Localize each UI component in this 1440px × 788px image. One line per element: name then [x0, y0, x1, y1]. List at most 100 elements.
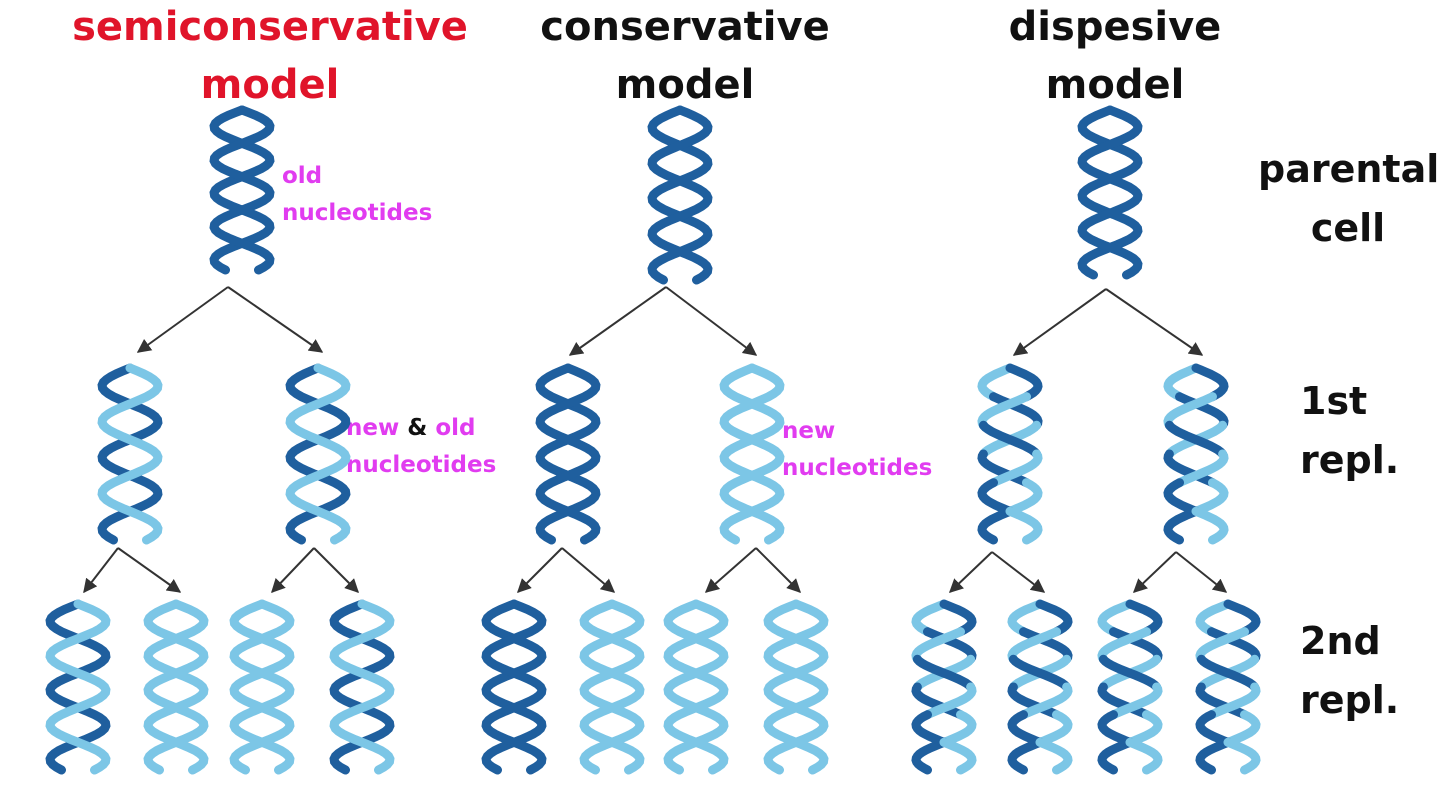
strand-new [663, 599, 729, 775]
strand-mixed-segment [989, 449, 1043, 488]
strand-mixed-segment [1191, 506, 1229, 545]
dna-helix-dispersive-parental [1077, 105, 1143, 280]
dna-helix-semiconservative-second [229, 599, 295, 775]
dna-helix-dispersive-second [911, 599, 977, 775]
dna-helix-semiconservative-first [97, 363, 163, 545]
strand-mixed-segment [939, 710, 977, 747]
strand-mixed-segment [1191, 478, 1229, 516]
semiconservative-model-title: semiconservative model [60, 0, 480, 114]
replication-arrow [755, 547, 801, 593]
strand-new [719, 363, 785, 545]
semiconservative-title-line1: semiconservative [72, 4, 468, 50]
dna-helix-semiconservative-second [329, 599, 395, 775]
strand-mixed-segment [1195, 627, 1249, 664]
strand-mixed-segment [1109, 682, 1163, 720]
replication-arrow [83, 547, 119, 594]
strand-new [229, 599, 295, 775]
strand-mixed-segment [1005, 363, 1043, 402]
strand-mixed-segment [1163, 506, 1201, 545]
new-and-old-nucleotides-annotation: new & old nucleotides [346, 410, 496, 484]
second-label-line1: 2nd [1300, 619, 1381, 663]
dna-helix-dispersive-second [1195, 599, 1261, 775]
strand-mixed-segment [1007, 627, 1061, 664]
semiconservative-title-line2: model [200, 62, 340, 108]
strand-new [329, 599, 395, 775]
strand-mixed-segment [1035, 737, 1073, 775]
strand-mixed-segment [1196, 654, 1260, 692]
replication-arrow [227, 286, 324, 353]
replication-arrow [704, 547, 757, 593]
first-label-line2: repl. [1300, 437, 1400, 482]
new-annotation-line1: new [782, 418, 836, 444]
strand-mixed-segment [1097, 627, 1151, 664]
replication-arrow [1105, 288, 1204, 356]
replication-arrow [271, 547, 315, 594]
replication-arrow [136, 286, 229, 353]
strand-mixed-segment [911, 627, 965, 664]
helices-layer [45, 105, 1261, 775]
replication-arrow [517, 547, 563, 593]
strand-old [1077, 105, 1143, 280]
first-label-line1: 1st [1300, 379, 1368, 423]
dna-helix-semiconservative-second [45, 599, 111, 775]
new-annotation-line2: nucleotides [782, 454, 933, 481]
strand-mixed-segment [911, 710, 949, 747]
dna-helix-semiconservative-parental [209, 105, 275, 275]
replication-arrow [1132, 551, 1177, 593]
replication-arrow [1012, 288, 1107, 356]
ampersand: & [407, 415, 428, 441]
dna-helix-conservative-first [719, 363, 785, 545]
strand-new [45, 599, 111, 775]
dna-helix-conservative-second [481, 599, 547, 775]
strand-old [209, 105, 275, 275]
dispersive-title-line2: model [1045, 62, 1185, 108]
strand-mixed-segment [911, 599, 949, 637]
strand-new [97, 363, 163, 545]
second-replication-label: 2nd repl. [1300, 612, 1399, 730]
conservative-title-line1: conservative [540, 4, 830, 50]
replication-arrow [665, 286, 758, 356]
strand-mixed-segment [977, 506, 1015, 545]
strand-mixed-segment [939, 737, 977, 775]
strand-mixed-segment [1005, 506, 1043, 545]
strand-mixed-segment [1163, 363, 1201, 402]
dna-helix-conservative-parental [647, 105, 713, 285]
arrows-layer [83, 286, 1228, 594]
second-label-line2: repl. [1300, 677, 1400, 722]
strand-new [143, 599, 209, 775]
dna-helix-dispersive-second [1097, 599, 1163, 775]
strand-mixed-segment [1191, 363, 1229, 402]
dna-helix-dispersive-second [1007, 599, 1073, 775]
strand-mixed-segment [1195, 599, 1233, 637]
replication-arrow [1175, 551, 1228, 593]
strand-mixed-segment [1195, 737, 1233, 775]
strand-mixed-segment [1195, 710, 1233, 747]
strand-mixed-segment [923, 682, 977, 720]
strand-mixed-segment [1125, 737, 1163, 775]
first-replication-label: 1st repl. [1300, 372, 1399, 490]
new-nucleotides-annotation: new nucleotides [782, 413, 932, 487]
strand-mixed-segment [977, 392, 1031, 430]
dna-helix-conservative-second [579, 599, 645, 775]
strand-mixed-segment [1097, 737, 1135, 775]
conservative-model-title: conservative model [520, 0, 850, 114]
parental-cell-label: parental cell [1258, 140, 1439, 258]
strand-mixed-segment [912, 654, 976, 692]
strand-mixed-segment [911, 737, 949, 775]
dna-helix-dispersive-first [1163, 363, 1229, 545]
strand-mixed-segment [1223, 737, 1261, 775]
strand-mixed-segment [1175, 449, 1229, 488]
mixed-new-word: new [346, 415, 400, 441]
replication-arrow [991, 551, 1046, 593]
replication-arrow [313, 547, 359, 593]
strand-mixed-segment [1098, 654, 1162, 692]
strand-new [285, 363, 351, 545]
conservative-title-line2: model [615, 62, 755, 108]
strand-old [647, 105, 713, 285]
strand-mixed-segment [1163, 392, 1217, 430]
old-nucleotides-annotation: old nucleotides [282, 158, 432, 232]
replication-arrow [561, 547, 616, 593]
mixed-annotation-line1: new & old [346, 410, 496, 447]
strand-old [481, 599, 547, 775]
